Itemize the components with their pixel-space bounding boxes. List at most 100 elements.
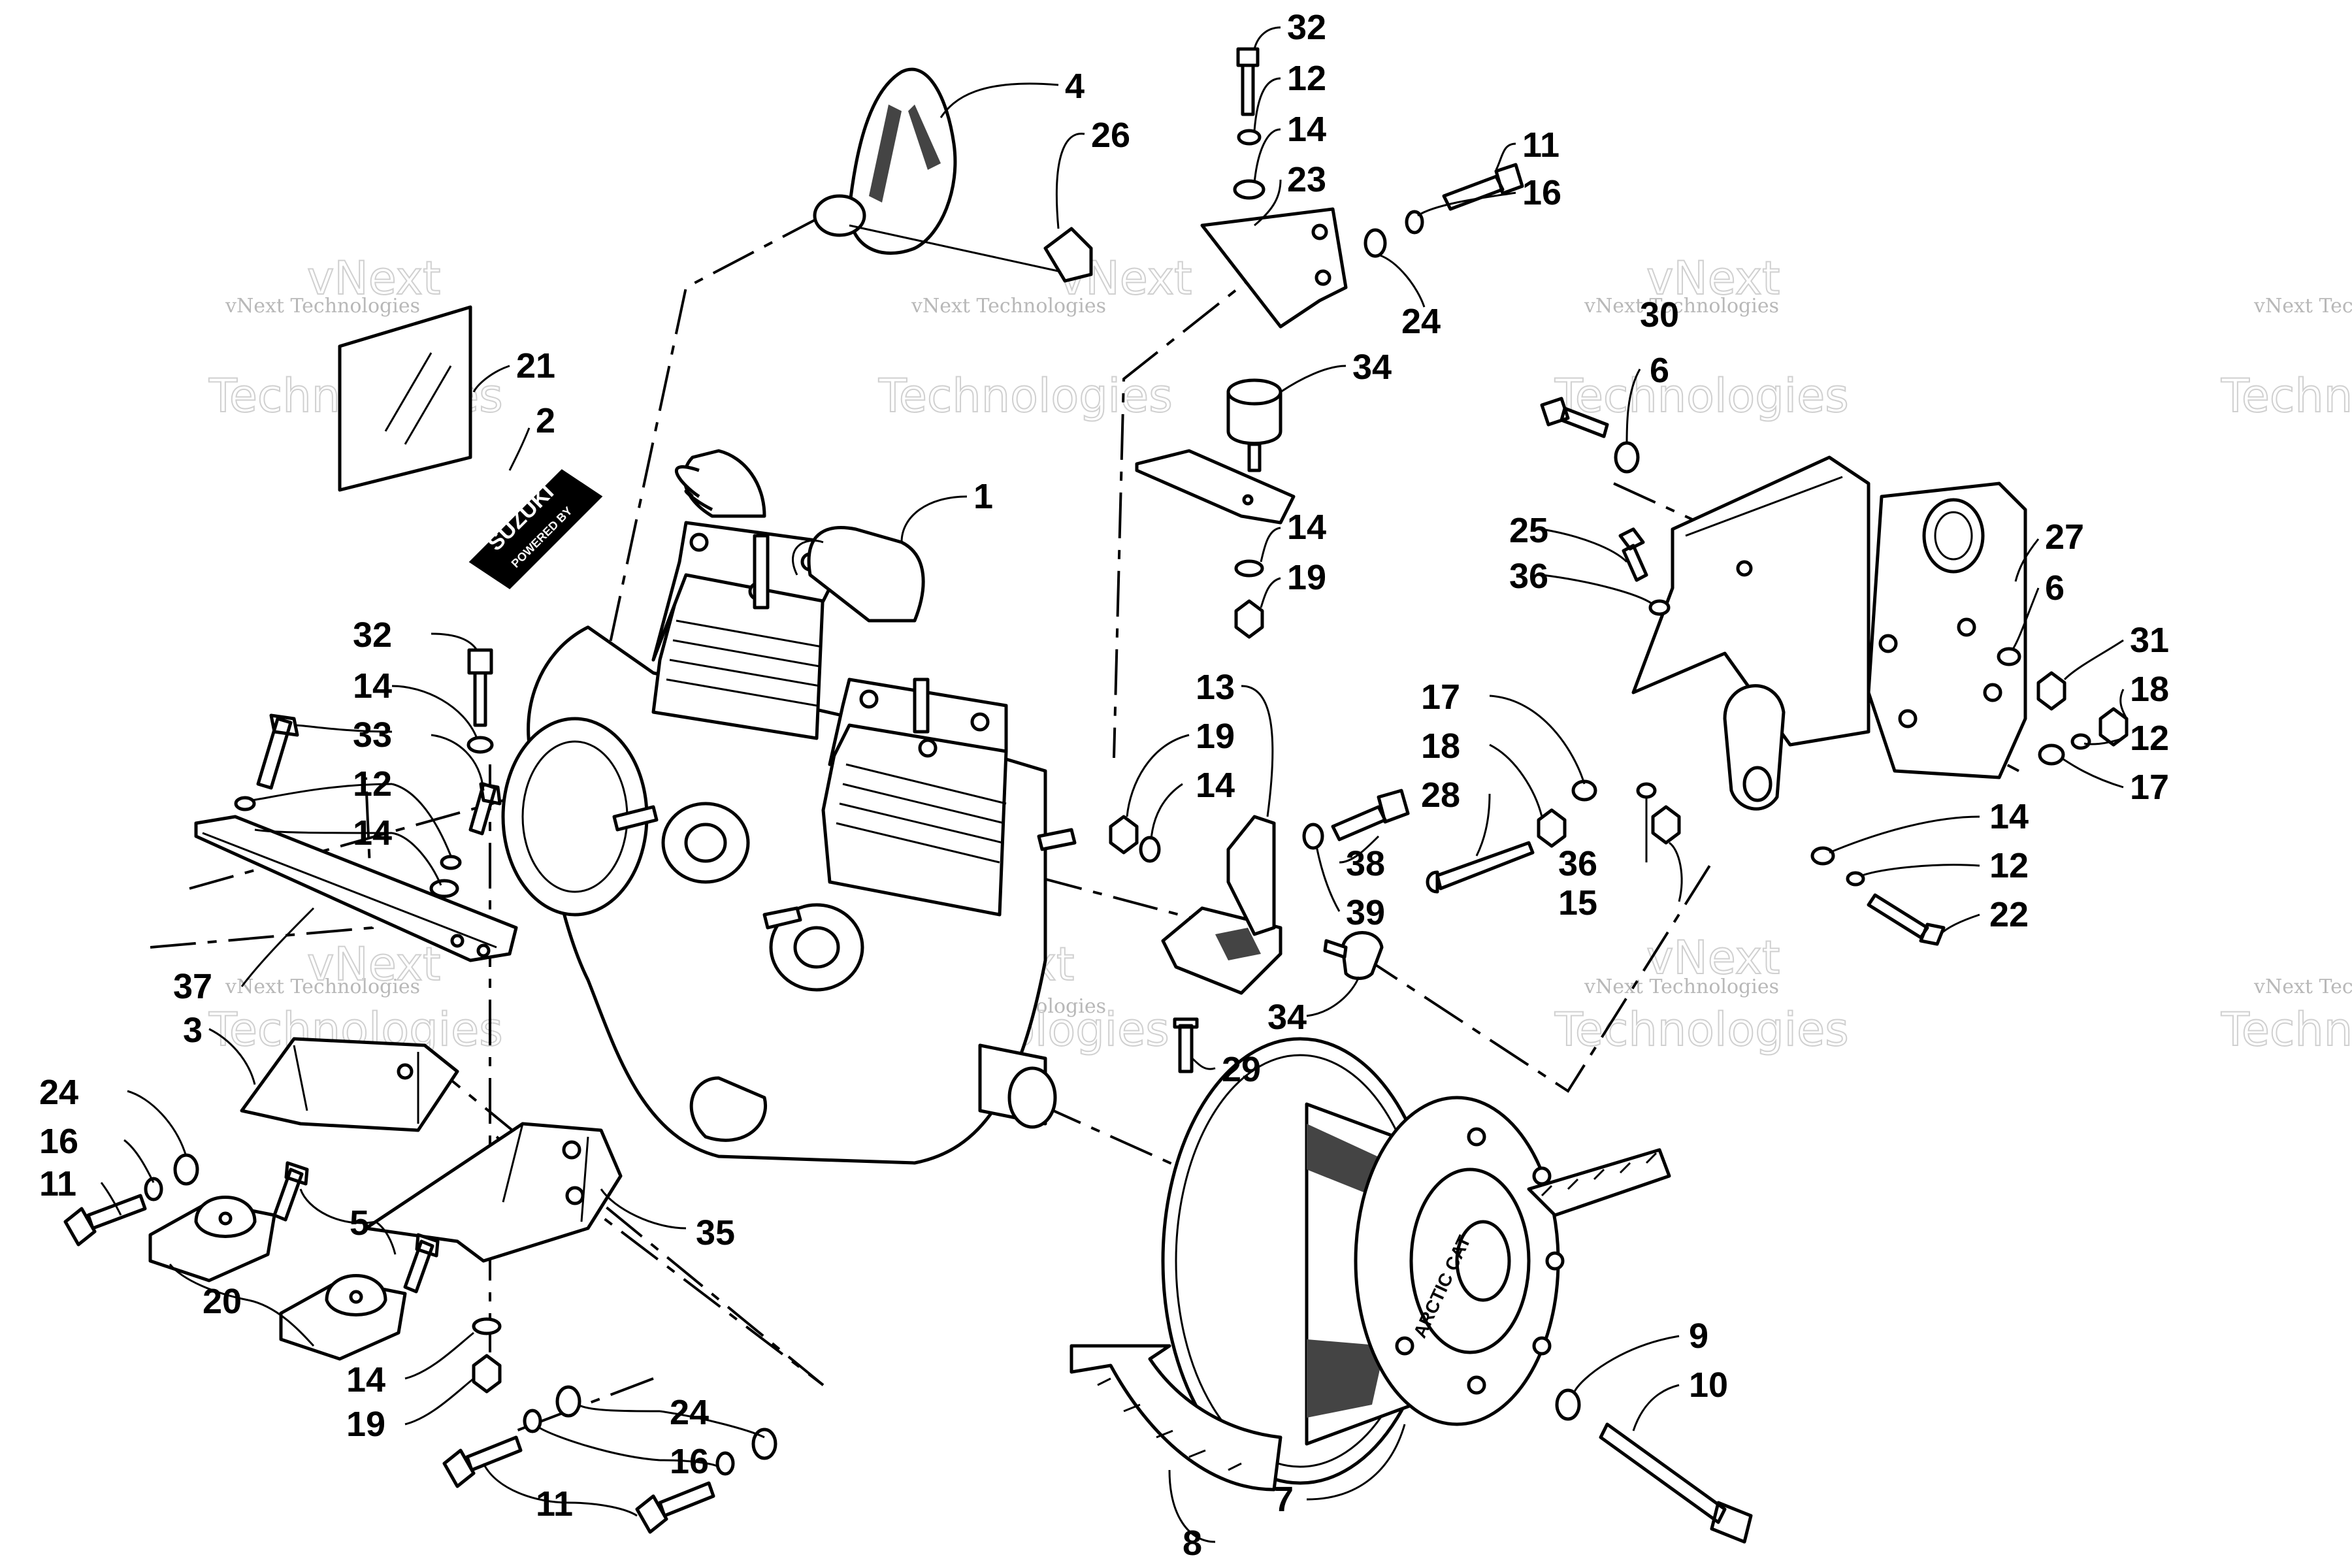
part-26-rope-clip[interactable] xyxy=(1043,227,1093,283)
part-36-lockwasher[interactable] xyxy=(1648,599,1671,616)
part-21-window-decal[interactable] xyxy=(338,305,472,492)
part-22-bolt[interactable] xyxy=(1867,893,1946,946)
bolt-body xyxy=(1540,397,1609,438)
part-8-drive-belt[interactable] xyxy=(1070,1148,1671,1492)
part-12-lockwasher[interactable] xyxy=(1237,129,1262,146)
part-23-upper-bracket[interactable] xyxy=(1200,207,1348,329)
part-1-engine[interactable] xyxy=(501,449,1077,1165)
leader-line xyxy=(1339,835,1380,864)
part-14-washer[interactable] xyxy=(429,879,459,898)
plate-hole xyxy=(1983,683,2002,702)
part-33-bolt-left[interactable] xyxy=(256,713,299,790)
part-10-bolt[interactable] xyxy=(1599,1422,1753,1544)
part-32-bolt[interactable] xyxy=(1236,47,1260,116)
part-11-bolt[interactable] xyxy=(63,1194,147,1247)
part-14-washer[interactable] xyxy=(1139,836,1161,863)
leader-lines xyxy=(100,26,2128,1543)
part-20-rubber-mounts[interactable] xyxy=(148,1196,407,1361)
part-25-bolt[interactable] xyxy=(1618,527,1648,582)
part-14-washer[interactable] xyxy=(1810,846,1835,866)
part-14-washer[interactable] xyxy=(472,1317,502,1335)
part-36-lockwasher[interactable] xyxy=(1636,782,1657,799)
part-12-lockwasher[interactable] xyxy=(234,796,256,811)
part-12-lockwasher[interactable] xyxy=(440,855,462,870)
alignment-line-rear-bolts xyxy=(423,1057,825,1386)
part-9-washer[interactable] xyxy=(1555,1388,1581,1421)
leader-line xyxy=(123,1139,155,1183)
part-39-washer[interactable] xyxy=(1302,823,1324,850)
part-29-screw[interactable] xyxy=(1173,1017,1199,1073)
callout-7: 7 xyxy=(1274,1480,1294,1519)
clutch-bolt xyxy=(1467,1127,1486,1147)
bracket-upper xyxy=(1226,815,1276,936)
part-32-bolt[interactable] xyxy=(467,648,493,727)
mount-stud xyxy=(1247,442,1262,472)
leader-line xyxy=(1253,77,1281,131)
part-37-front-plate[interactable] xyxy=(194,815,518,962)
leader-line xyxy=(2014,538,2040,582)
part-16-lockwasher[interactable] xyxy=(144,1177,163,1201)
part-18-nut[interactable] xyxy=(1537,808,1567,848)
part-27-side-plate[interactable] xyxy=(1723,482,2027,811)
part-17-washer[interactable] xyxy=(2038,743,2065,766)
leader-line xyxy=(1669,841,1683,902)
part-34-lower-mount[interactable] xyxy=(1323,931,1384,980)
part-33-bolt[interactable] xyxy=(468,782,502,836)
part-19-nut[interactable] xyxy=(1234,599,1264,639)
spark-plug-front xyxy=(753,534,770,610)
part-38-bolt[interactable] xyxy=(1331,789,1410,841)
clutch-bolt xyxy=(1395,1336,1414,1356)
part-34-upper-mount[interactable] xyxy=(1226,378,1282,472)
part-12-lockwasher[interactable] xyxy=(2070,733,2091,750)
side-bracket-nut-stack xyxy=(1109,815,1161,863)
part-11-bolt[interactable] xyxy=(442,1435,523,1488)
callout-24: 24 xyxy=(670,1393,709,1432)
part-24-washer[interactable] xyxy=(1364,228,1387,258)
part-18-nut[interactable] xyxy=(2099,707,2129,747)
callout-12: 12 xyxy=(1287,59,1326,98)
part-19-nut[interactable] xyxy=(1109,815,1139,855)
leader-line xyxy=(1126,734,1190,817)
part-5-mount-bolts[interactable] xyxy=(272,1161,440,1294)
part-12-lockwasher[interactable] xyxy=(1846,871,1865,887)
spark-plug-rear xyxy=(913,678,930,734)
leader-line xyxy=(1495,142,1516,171)
part-11-bolt[interactable] xyxy=(635,1481,715,1534)
callout-16: 16 xyxy=(670,1442,709,1481)
part-13-side-bracket[interactable] xyxy=(1161,815,1282,995)
part-15-nut[interactable] xyxy=(1651,805,1681,845)
callout-11: 11 xyxy=(39,1164,76,1203)
watermark-text: vNext Technologies xyxy=(225,295,420,318)
part-16-lockwasher[interactable] xyxy=(1405,210,1424,235)
part-35-rear-bracket[interactable] xyxy=(364,1122,623,1263)
part-16-lockwasher[interactable] xyxy=(715,1451,735,1476)
leader-line xyxy=(254,828,393,834)
part-19-nut[interactable] xyxy=(472,1354,502,1394)
part-6-washer[interactable] xyxy=(1997,647,2021,666)
part-6-washer[interactable] xyxy=(1614,441,1640,474)
leader-line xyxy=(293,724,393,733)
leader-line xyxy=(1280,365,1347,393)
part-30-bolt[interactable] xyxy=(1540,397,1609,438)
part-14-washer[interactable] xyxy=(466,736,494,754)
part-7-drive-clutch[interactable]: ARCTIC CAT xyxy=(1161,1037,1565,1485)
part-16-lockwasher[interactable] xyxy=(523,1409,542,1433)
callout-31: 31 xyxy=(2130,621,2169,660)
part-4-recoil-cover[interactable] xyxy=(813,67,1059,272)
part-24-washer[interactable] xyxy=(173,1153,199,1186)
part-31-nut[interactable] xyxy=(2036,671,2066,711)
callout-34: 34 xyxy=(1352,348,1392,387)
part-14-washer[interactable] xyxy=(1233,179,1266,200)
head-bolt xyxy=(859,689,879,709)
part-28-bolt[interactable] xyxy=(1426,841,1535,894)
rear-mount-plate[interactable] xyxy=(1631,455,1870,747)
part-2-engine-decal[interactable]: SUZUKI POWERED BY xyxy=(468,469,603,589)
part-3-mount-bracket[interactable] xyxy=(240,1037,459,1132)
callout-27: 27 xyxy=(2045,517,2084,557)
part-14-washer[interactable] xyxy=(1234,559,1264,578)
part-24-washer[interactable] xyxy=(751,1428,777,1460)
leader-line xyxy=(208,1028,256,1085)
leader-line xyxy=(1306,1424,1406,1501)
part-17-washer[interactable] xyxy=(1571,779,1597,802)
part-24-washer[interactable] xyxy=(555,1385,581,1418)
